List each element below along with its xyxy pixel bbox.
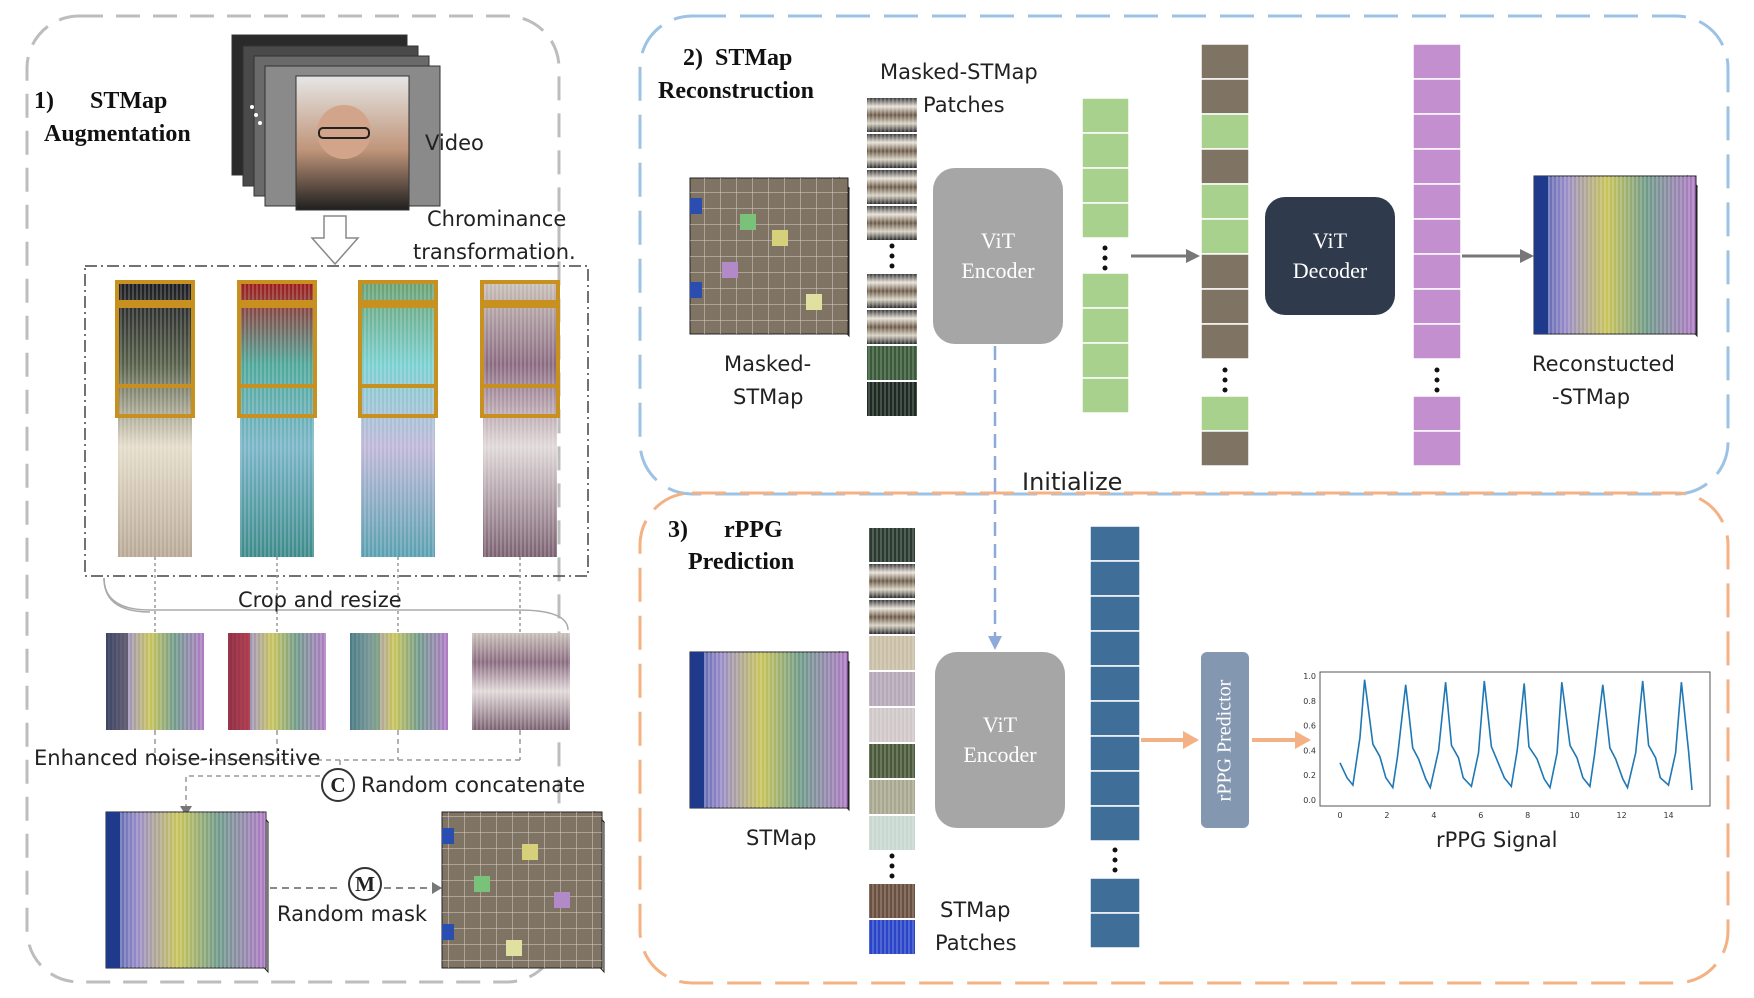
masked-stmap-cube	[441, 810, 606, 974]
enhanced-label: Enhanced noise-insensitive	[34, 746, 321, 770]
reconstructed-stmap-cube	[1533, 174, 1699, 338]
rppg-predictor-block: rPPG Predictor	[1201, 652, 1249, 828]
x-tick-label: 12	[1617, 811, 1627, 820]
section3-title-line1: 3) rPPG	[668, 517, 783, 543]
masked-patches-label-line2: Patches	[923, 93, 1005, 117]
stmap-input-cube	[689, 650, 851, 812]
x-tick-label: 0	[1337, 811, 1342, 820]
section1-title-line1: 1) STMap	[34, 88, 168, 114]
y-tick-label: 0.2	[1303, 771, 1316, 780]
chrominance-label-line2: transformation.	[413, 240, 576, 264]
x-tick-label: 2	[1384, 811, 1389, 820]
reconstructed-label-line2: -STMap	[1552, 385, 1631, 409]
mixed-token-column	[1200, 43, 1250, 467]
concat-symbol	[321, 768, 355, 802]
stmap-patches	[869, 528, 915, 954]
x-tick-label: 4	[1431, 811, 1436, 820]
x-tick-label: 8	[1525, 811, 1530, 820]
mask-symbol-letter: M	[355, 872, 375, 896]
masked-stmap-input	[689, 176, 851, 338]
video-label: Video	[425, 131, 484, 155]
stmap-patches-label-line2: Patches	[935, 931, 1017, 955]
reconstructed-label-line1: Reconstucted	[1532, 352, 1675, 376]
section1-frame	[25, 14, 561, 984]
y-tick-label: 0.6	[1303, 722, 1316, 731]
masked-patches-label-line1: Masked-STMap	[880, 60, 1038, 84]
section1-title-line2: Augmentation	[44, 121, 191, 147]
resized-stmaps	[106, 633, 570, 730]
masked-stmap-patches	[867, 98, 917, 416]
mask-symbol	[348, 867, 382, 901]
x-tick-label: 10	[1570, 811, 1580, 820]
green-token-column	[1081, 97, 1130, 414]
vit-decoder-block: ViT Decoder	[1265, 197, 1395, 315]
purple-token-column	[1412, 43, 1462, 467]
masked-stmap-label-line2: STMap	[733, 385, 804, 409]
section3-title-line2: Prediction	[688, 549, 795, 575]
x-tick-label: 14	[1663, 811, 1673, 820]
blue-token-column	[1089, 525, 1141, 949]
chrominance-arrow	[310, 215, 360, 266]
rppg-signal-line	[1339, 679, 1693, 791]
crop-resize-label: Crop and resize	[238, 588, 402, 612]
chart-ticks: 0 2 4 6 8 10 12 14 0.0 0.2 0.4 0.6 0.8 1.0	[1303, 672, 1673, 820]
chart-frame	[1319, 671, 1711, 807]
y-tick-label: 0.8	[1303, 697, 1316, 706]
concat-label: Random concatenate	[361, 773, 586, 797]
concat-symbol-letter: C	[330, 773, 346, 797]
section2-title-line1: 2) STMap	[683, 45, 793, 71]
video-frames-stack	[231, 34, 441, 211]
rppg-chart: 0 2 4 6 8 10 12 14 0.0 0.2 0.4 0.6 0.8 1.0	[1303, 671, 1711, 820]
masked-stmap-label-line1: Masked-	[724, 352, 812, 376]
rppg-predictor-label: rPPG Predictor	[1213, 679, 1236, 801]
stmap-columns	[115, 280, 560, 557]
chrominance-label-line1: Chrominance	[427, 207, 567, 231]
vit-encoder-block-bottom: ViT Encoder	[935, 652, 1065, 828]
mask-label: Random mask	[277, 902, 428, 926]
section2-frame	[638, 14, 1730, 496]
stmap-input-label: STMap	[746, 826, 817, 850]
x-tick-label: 6	[1478, 811, 1483, 820]
y-tick-label: 0.0	[1303, 796, 1316, 805]
rppg-signal-label: rPPG Signal	[1436, 828, 1558, 852]
section3-frame	[638, 491, 1730, 985]
full-stmap-cube	[105, 810, 270, 974]
section2-title-line2: Reconstruction	[658, 78, 814, 104]
chrominance-box	[84, 265, 589, 577]
y-tick-label: 1.0	[1303, 672, 1316, 681]
stmap-patches-label-line1: STMap	[940, 898, 1011, 922]
initialize-label: Initialize	[1022, 468, 1123, 496]
vit-encoder-block-top: ViT Encoder	[933, 168, 1063, 344]
y-tick-label: 0.4	[1303, 746, 1316, 755]
